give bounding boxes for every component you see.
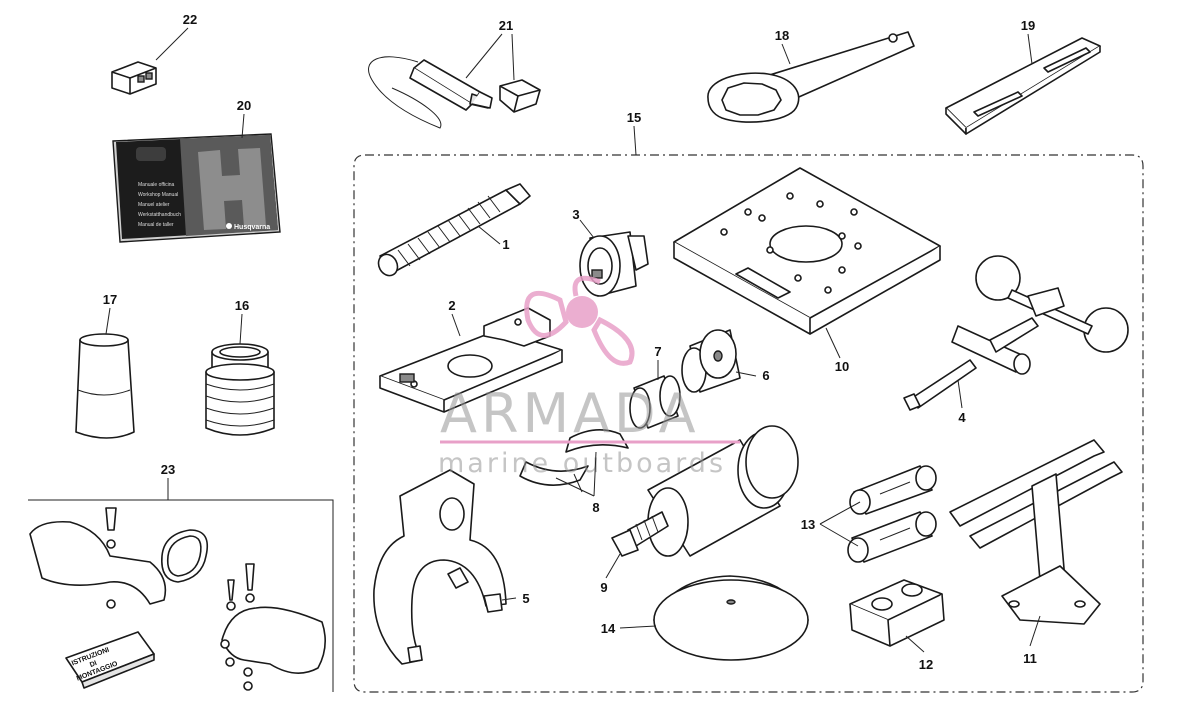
watermark-brand: ARMADA — [440, 382, 700, 445]
part-number-1: 1 — [502, 237, 509, 252]
part-number-18: 18 — [775, 28, 789, 43]
booklet-line: Manuel atelier — [138, 202, 170, 208]
part-number-22: 22 — [183, 12, 197, 27]
threaded-extractor-rod — [377, 183, 531, 277]
small-cylinder — [629, 375, 681, 429]
part-number-10: 10 — [835, 359, 849, 374]
part-number-4: 4 — [958, 410, 966, 425]
instructions-line: DI — [89, 660, 98, 669]
slotted-flat-bar — [945, 37, 1101, 135]
part-number-9: 9 — [600, 580, 607, 595]
support-stand — [949, 439, 1123, 625]
guard-kit — [29, 507, 326, 691]
part-number-5: 5 — [522, 591, 529, 606]
spacer-block — [849, 579, 945, 647]
part-number-17: 17 — [103, 292, 117, 307]
group-15-dashed-frame — [353, 154, 1144, 693]
part-number-11: 11 — [1023, 651, 1037, 666]
part-number-12: 12 — [919, 657, 933, 672]
flat-mounting-plate — [673, 167, 941, 335]
part-number-13: 13 — [801, 517, 815, 532]
hydraulic-puller-body — [611, 425, 799, 557]
workshop-manual-booklet: Manuale officina Workshop Manual Manuel … — [112, 133, 281, 243]
armada-watermark: ARMADA marine outboards — [438, 275, 740, 479]
booklet-line: Werkstatthandbuch — [138, 212, 181, 218]
dome-disc — [653, 575, 809, 661]
part-number-19: 19 — [1021, 18, 1035, 33]
sleeve-tool — [75, 333, 135, 439]
c-yoke-puller — [373, 469, 507, 665]
ring-spanner — [707, 31, 915, 123]
part-number-15: 15 — [627, 110, 641, 125]
part-number-14: 14 — [601, 621, 616, 636]
part-number-7: 7 — [654, 344, 661, 359]
support-plate — [379, 307, 563, 413]
part-number-21: 21 — [499, 18, 513, 33]
part-number-6: 6 — [762, 368, 769, 383]
group-23-frame — [28, 499, 334, 692]
part-number-8: 8 — [592, 500, 599, 515]
booklet-brand: Husqvarna — [234, 224, 270, 231]
split-bushings — [847, 465, 937, 563]
threaded-bushing — [205, 343, 275, 436]
bearing-puller-head — [579, 231, 649, 297]
propeller-logo-icon — [524, 275, 635, 366]
roller-bushing — [681, 329, 741, 393]
booklet-line: Manuale officina — [138, 182, 175, 188]
assembly-instructions-card: ISTRUZIONI DI MONTAGGIO — [65, 631, 155, 689]
booklet-line: Manual de taller — [138, 222, 174, 228]
usb-stick — [368, 56, 541, 129]
part-number-16: 16 — [235, 298, 249, 313]
part-number-20: 20 — [237, 98, 251, 113]
booklet-line: Workshop Manual — [138, 192, 178, 198]
part-number-23: 23 — [161, 462, 175, 477]
part-number-2: 2 — [448, 298, 455, 313]
watermark-tagline: marine outboards — [438, 448, 726, 479]
part-number-3: 3 — [572, 207, 579, 222]
connector-plug — [111, 61, 157, 95]
t-handle-press-tool — [903, 255, 1129, 411]
